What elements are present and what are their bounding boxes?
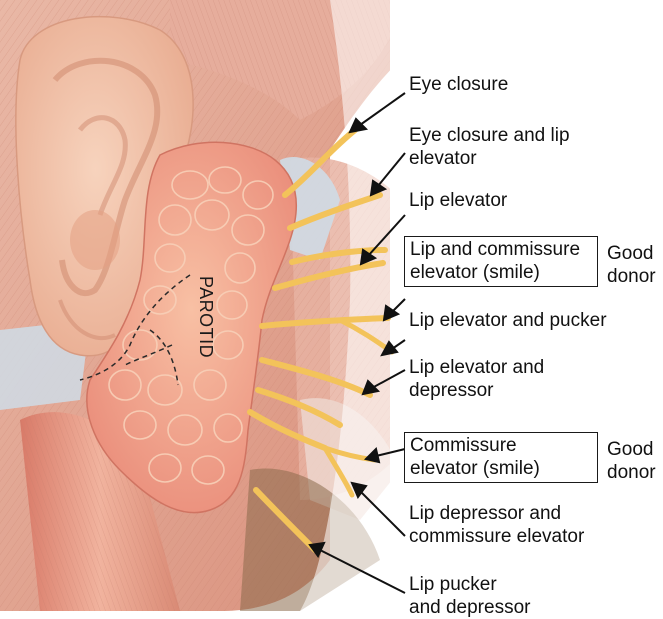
note-line: Good <box>607 242 656 265</box>
label-line: and depressor <box>409 596 530 619</box>
good-donor-note: Good donor <box>607 242 656 288</box>
good-donor-note: Good donor <box>607 438 656 484</box>
label-commissure-elevator-box: Commissure elevator (smile) <box>404 432 598 483</box>
label-line: Lip pucker <box>409 573 530 596</box>
label-line: depressor <box>409 379 544 402</box>
note-line: Good <box>607 438 656 461</box>
label-line: elevator (smile) <box>410 457 593 480</box>
label-lip-elevator: Lip elevator <box>409 189 507 212</box>
label-lip-elevator-pucker: Lip elevator and pucker <box>409 309 607 332</box>
label-lip-commissure-elevator-box: Lip and commissure elevator (smile) <box>404 236 598 287</box>
label-line: Lip elevator <box>409 189 507 212</box>
label-line: Eye closure <box>409 73 508 96</box>
label-eye-closure-lip-elevator: Eye closure and lip elevator <box>409 124 570 170</box>
label-line: commissure elevator <box>409 525 584 548</box>
label-line: Lip elevator and <box>409 356 544 379</box>
label-line: elevator <box>409 147 570 170</box>
note-line: donor <box>607 265 656 288</box>
label-line: Eye closure and lip <box>409 124 570 147</box>
parotid-label: PAROTID <box>195 276 216 358</box>
label-line: Commissure <box>410 434 593 457</box>
label-lip-elevator-depressor: Lip elevator and depressor <box>409 356 544 402</box>
label-lip-depressor-commissure-elevator: Lip depressor and commissure elevator <box>409 502 584 548</box>
label-line: Lip elevator and pucker <box>409 309 607 332</box>
note-line: donor <box>607 461 656 484</box>
label-eye-closure: Eye closure <box>409 73 508 96</box>
label-lip-pucker-depressor: Lip pucker and depressor <box>409 573 530 619</box>
label-line: Lip and commissure <box>410 238 593 261</box>
label-line: Lip depressor and <box>409 502 584 525</box>
label-line: elevator (smile) <box>410 261 593 284</box>
